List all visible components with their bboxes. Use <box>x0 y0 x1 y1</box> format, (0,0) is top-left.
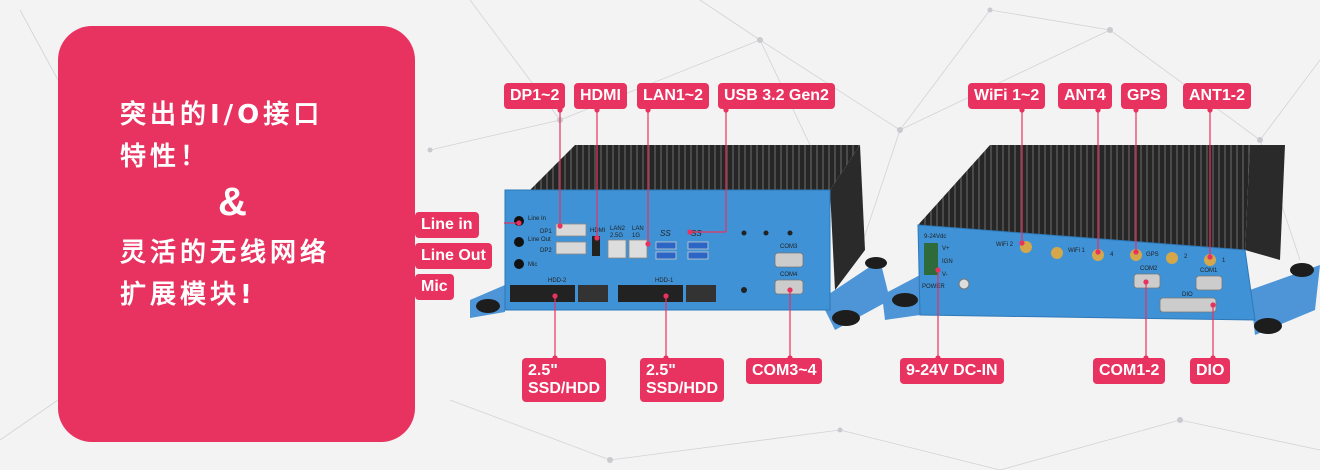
callout-wifi: WiFi 1~2 <box>968 83 1046 109</box>
front-unit: Line In Line Out Mic DP1 DP2 HDMI LAN2 2… <box>470 145 890 330</box>
label-gps: GPS <box>1146 252 1159 258</box>
callout-com34: COM3~4 <box>746 358 823 384</box>
callout-ssd-1-type: SSD/HDD <box>528 380 601 397</box>
callout-com12: COM1-2 <box>1093 358 1166 384</box>
callout-mic: Mic <box>415 274 454 300</box>
label-ant-4: 4 <box>1110 252 1114 258</box>
label-hdd1: HDD-1 <box>655 278 674 284</box>
rear-unit: 9-24Vdc V+ IGN V- POWER WiFi 2 WiFi 1 4 … <box>882 145 1320 335</box>
label-ant-1: 1 <box>1222 258 1226 264</box>
callout-dp: DP1~2 <box>504 83 566 109</box>
callout-usb: USB 3.2 Gen2 <box>718 83 835 109</box>
callout-gps: GPS <box>1121 83 1167 109</box>
label-lan1-speed: 1G <box>632 233 640 239</box>
callout-ssd-2-type: SSD/HDD <box>646 380 719 397</box>
label-line-in: Line In <box>528 216 546 222</box>
label-lan1: LAN <box>632 226 644 232</box>
callout-hdmi: HDMI <box>574 83 627 109</box>
callout-line-out: Line Out <box>415 243 492 269</box>
label-ign: IGN <box>942 259 953 265</box>
label-power: POWER <box>922 284 945 290</box>
promo-ampersand: & <box>218 180 247 224</box>
label-hdd2: HDD-2 <box>548 278 567 284</box>
label-lan2-speed: 2.5G <box>610 233 623 239</box>
label-ss-1: SS <box>660 229 671 238</box>
label-vminus: V- <box>942 272 948 278</box>
callout-line-in: Line in <box>415 212 479 238</box>
label-ant-2: 2 <box>1184 254 1188 260</box>
label-com4: COM4 <box>780 272 798 278</box>
promo-card: 突出的I/O接口 特性！ & 灵活的无线网络 扩展模块! <box>58 26 415 442</box>
label-com1: COM1 <box>1200 268 1218 274</box>
label-hdmi: HDMI <box>590 228 606 234</box>
promo-line-4: 扩展模块! <box>120 280 256 310</box>
callout-ant12: ANT1-2 <box>1183 83 1252 109</box>
callout-ant4: ANT4 <box>1058 83 1112 109</box>
label-wifi1: WiFi 1 <box>1068 248 1086 254</box>
label-dp1: DP1 <box>540 229 552 235</box>
callout-ssd-1: 2.5" SSD/HDD <box>522 358 607 402</box>
label-dio: DIO <box>1182 292 1193 298</box>
promo-line-1: 突出的I/O接口 <box>120 100 324 130</box>
label-vplus: V+ <box>942 246 950 252</box>
callout-dcin: 9-24V DC-IN <box>900 358 1004 384</box>
callout-lan: LAN1~2 <box>637 83 710 109</box>
callout-ssd-1-size: 2.5" <box>528 362 558 379</box>
callout-dio: DIO <box>1190 358 1231 384</box>
label-mic: Mic <box>528 262 537 268</box>
promo-line-2: 特性！ <box>120 142 211 172</box>
label-line-out: Line Out <box>528 237 551 243</box>
label-vdc: 9-24Vdc <box>924 234 946 240</box>
label-com3: COM3 <box>780 244 798 250</box>
promo-line-3: 灵活的无线网络 <box>120 238 331 268</box>
label-ss-2: SS <box>691 229 702 238</box>
callout-ssd-2-size: 2.5" <box>646 362 676 379</box>
label-dp2: DP2 <box>540 248 552 254</box>
label-wifi2: WiFi 2 <box>996 242 1014 248</box>
label-com2: COM2 <box>1140 266 1158 272</box>
callout-ssd-2: 2.5" SSD/HDD <box>640 358 725 402</box>
label-lan2: LAN2 <box>610 226 626 232</box>
